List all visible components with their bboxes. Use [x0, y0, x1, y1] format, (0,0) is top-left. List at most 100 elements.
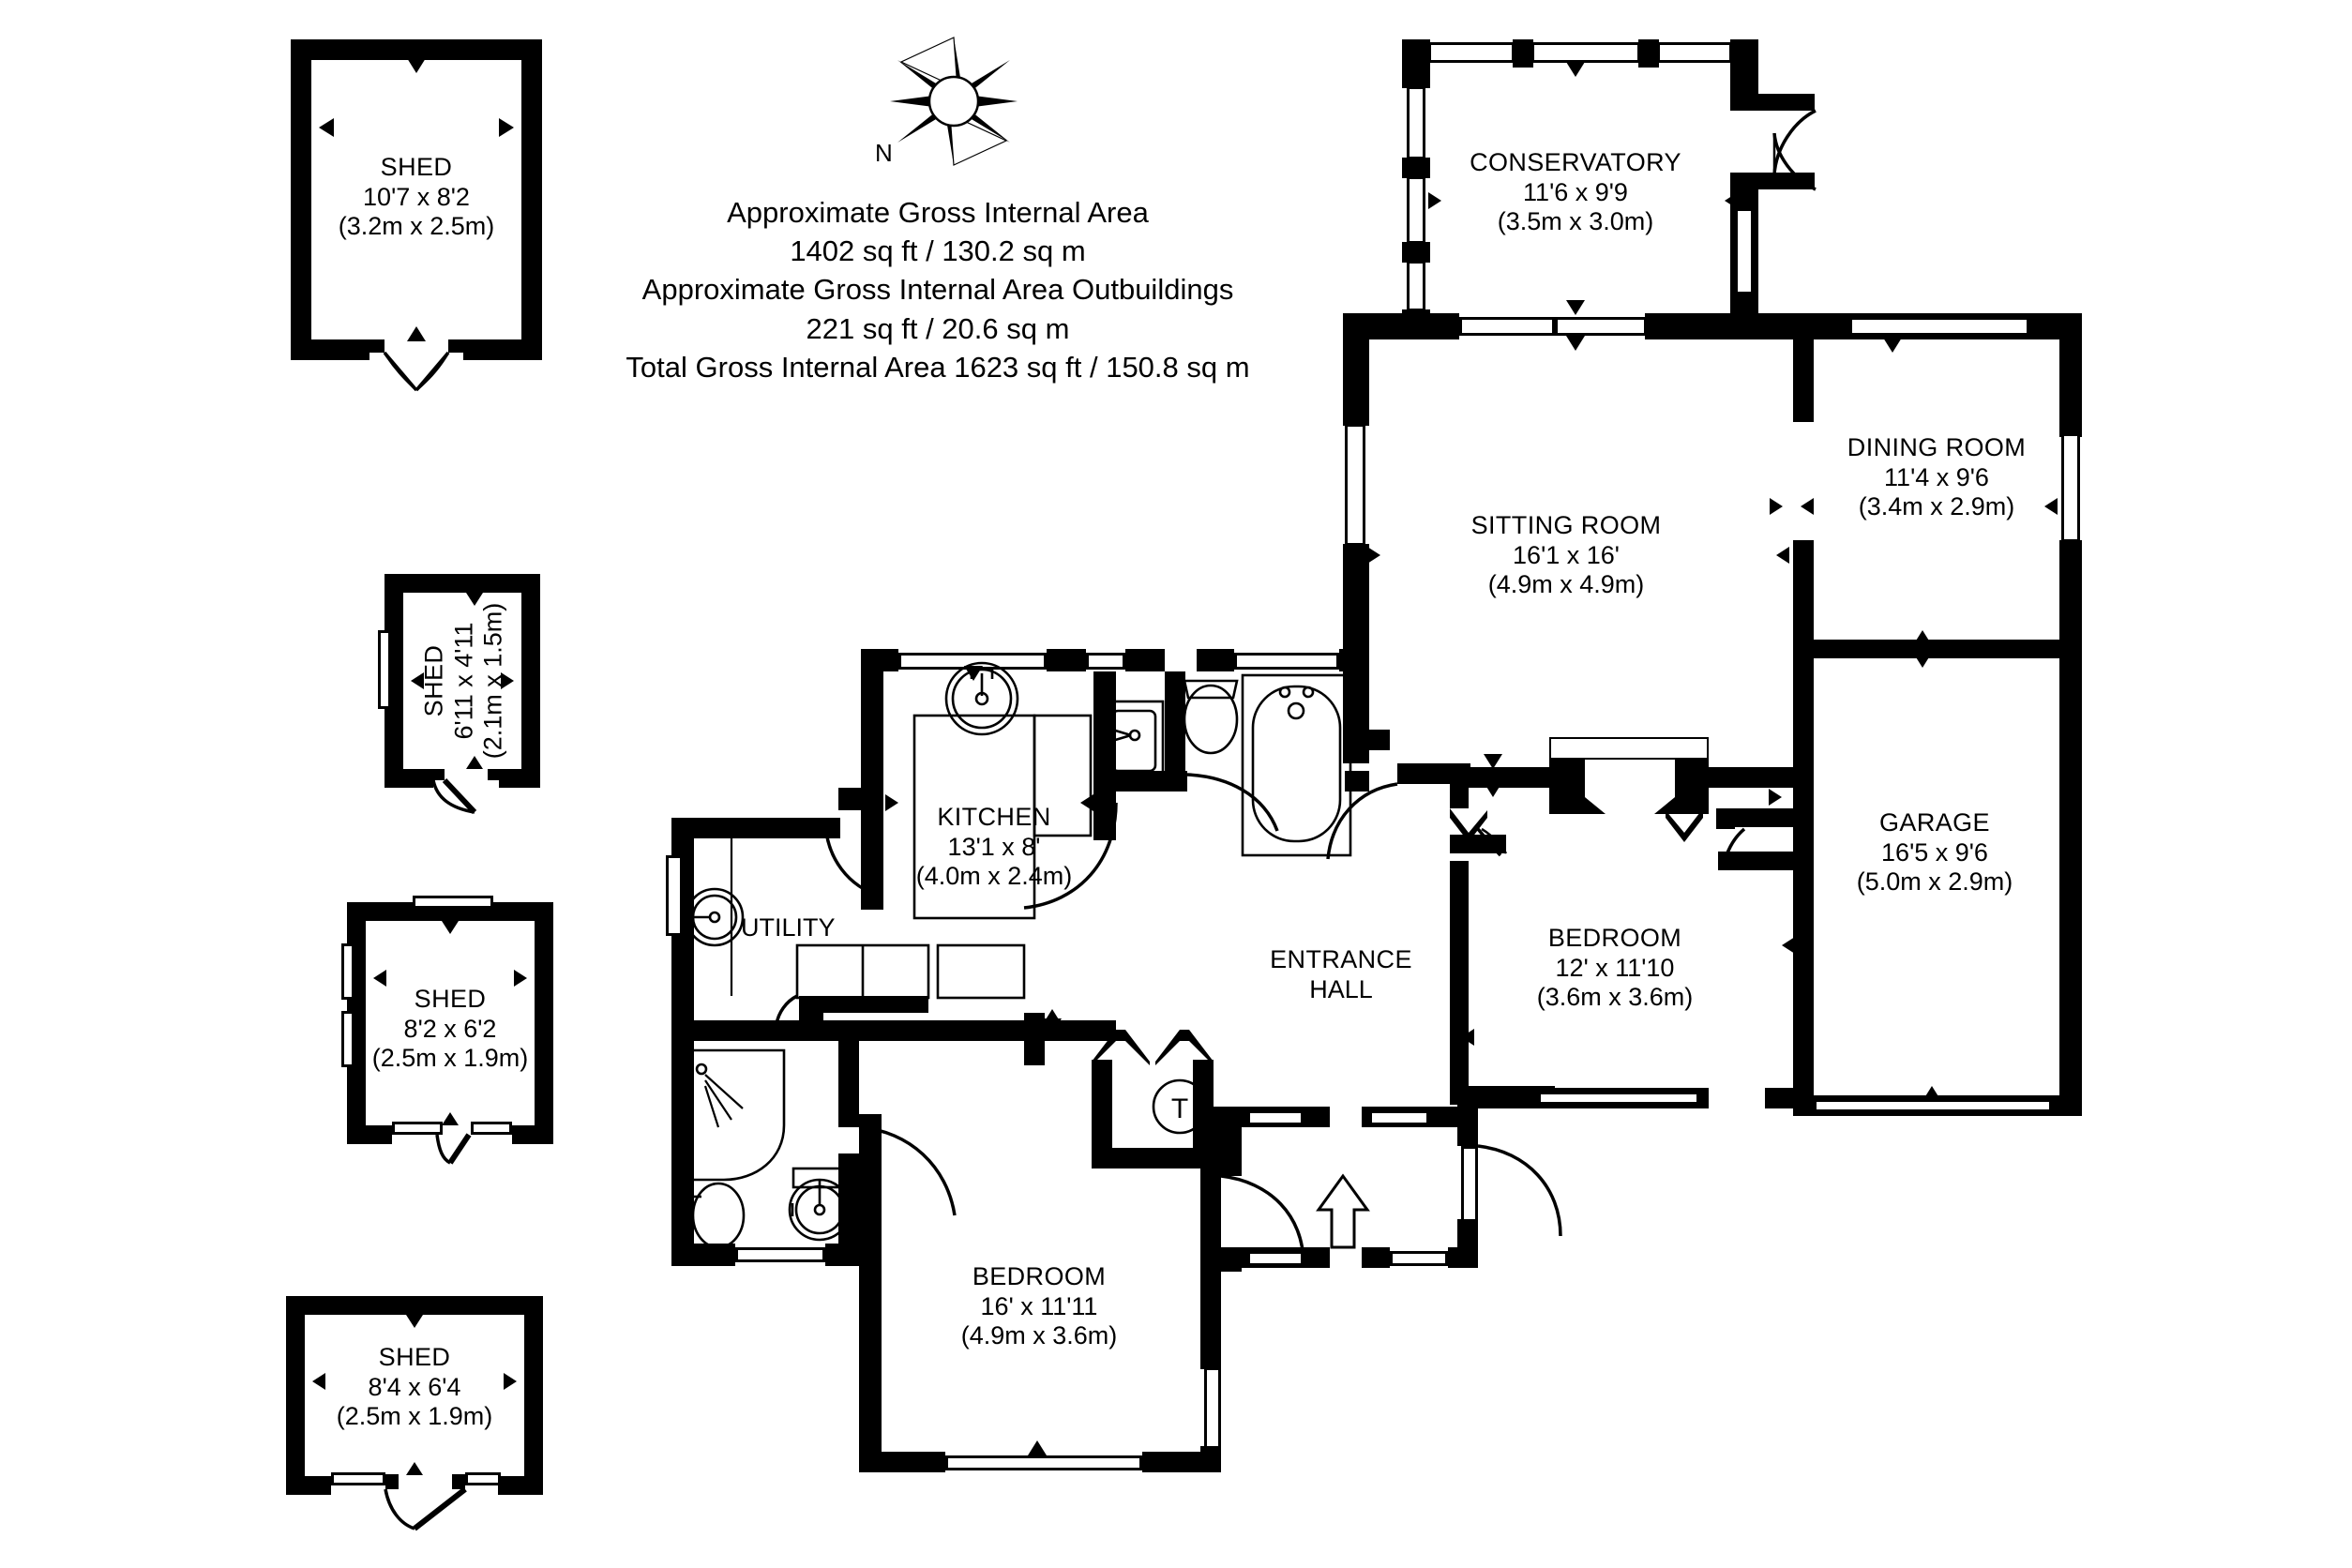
area-line-4: 221 sq ft / 20.6 sq m: [806, 311, 1070, 345]
compass-rose-icon: [890, 37, 1018, 166]
room-name: SHED: [378, 1343, 451, 1371]
wall: [2059, 540, 2082, 593]
shed-2-label: SHED 6'11 x 4'11 (2.1m x 1.5m): [420, 603, 509, 760]
wall: [1699, 767, 1797, 788]
window: [378, 630, 391, 709]
wall: [1457, 1219, 1478, 1268]
wall: [1730, 173, 1815, 189]
room-dim-metric: (4.0m x 2.4m): [915, 862, 1073, 891]
wall: [1645, 313, 1847, 339]
window: [1657, 42, 1732, 63]
window: [1204, 1367, 1221, 1452]
room-dim-metric: (4.9m x 4.9m): [1487, 570, 1645, 599]
room-dim-imperial: 11'6 x 9'9: [1523, 177, 1628, 206]
wall: [1343, 544, 1369, 651]
room-dim-imperial: 6'11 x 4'11: [449, 622, 478, 740]
wall: [1092, 1148, 1214, 1168]
wall: [347, 902, 553, 921]
area-summary: Approximate Gross Internal Area 1402 sq …: [626, 193, 1249, 386]
wall: [1165, 671, 1185, 775]
sitting-room-label: SITTING ROOM 16'1 x 16' (4.9m x 4.9m): [1471, 511, 1662, 600]
wall: [521, 574, 540, 788]
wall: [1092, 1060, 1112, 1168]
room-dim-imperial: 13'1 x 8': [947, 832, 1041, 861]
garage-label: GARAGE 16'5 x 9'6 (5.0m x 2.9m): [1857, 808, 2013, 897]
window: [1849, 317, 2029, 336]
wall: [463, 339, 542, 360]
wall: [838, 788, 883, 810]
wall: [838, 1153, 859, 1266]
wall: [535, 902, 553, 1144]
wall: [1402, 242, 1430, 263]
wall: [671, 1244, 735, 1266]
shed-4-label: SHED 8'4 x 6'4 (2.5m x 1.9m): [337, 1343, 493, 1432]
fireplace: [1549, 756, 1709, 814]
room-name: GARAGE: [1879, 808, 1990, 837]
room-dim-metric: (2.5m x 1.9m): [371, 1044, 529, 1073]
area-line-5: Total Gross Internal Area 1623 sq ft / 1…: [626, 350, 1250, 384]
window: [2061, 433, 2080, 542]
area-line-2: 1402 sq ft / 130.2 sq m: [790, 234, 1086, 268]
wall: [291, 39, 311, 360]
window: [1407, 176, 1425, 244]
wall: [524, 1296, 543, 1495]
window: [1086, 653, 1125, 670]
kitchen-label: KITCHEN 13'1 x 8' (4.0m x 2.4m): [916, 803, 1073, 892]
wall: [859, 1452, 945, 1472]
window: [1555, 317, 1647, 336]
wall: [1730, 293, 1758, 313]
hearth: [1549, 737, 1709, 760]
wall: [1343, 313, 1369, 426]
wall: [859, 1114, 882, 1472]
room-name: DINING ROOM: [1847, 433, 2027, 461]
wall: [1093, 671, 1116, 803]
wall: [488, 769, 499, 780]
wall: [1197, 649, 1234, 671]
window: [1345, 424, 1365, 546]
room-dim-imperial: 11'4 x 9'6: [1884, 462, 1989, 491]
room-name: ENTRANCE: [1270, 945, 1412, 973]
window: [341, 1011, 354, 1067]
wall: [1730, 39, 1758, 94]
wall: [1793, 640, 2061, 658]
wall: [286, 1296, 305, 1495]
wall: [1125, 649, 1165, 671]
wall: [286, 1296, 543, 1315]
window: [1390, 1251, 1448, 1266]
shed-3-label: SHED 8'2 x 6'2 (2.5m x 1.9m): [372, 985, 529, 1074]
window: [1735, 208, 1754, 294]
window: [341, 943, 354, 1000]
wall: [384, 769, 433, 788]
window: [898, 653, 1047, 670]
window: [413, 896, 493, 909]
wall: [1093, 803, 1116, 840]
window: [1247, 1110, 1304, 1125]
wall: [1638, 39, 1659, 68]
wall: [1457, 1112, 1478, 1146]
room-name: SHED: [419, 644, 448, 717]
bedroom-2-label: BEDROOM 16' x 11'11 (4.9m x 3.6m): [961, 1262, 1118, 1351]
room-name: SHED: [414, 985, 487, 1013]
room-dim-metric: (3.5m x 3.0m): [1497, 207, 1654, 236]
room-dim-metric: (3.4m x 2.9m): [1858, 492, 2015, 521]
room-dim-metric: (5.0m x 2.9m): [1856, 867, 2013, 897]
wall: [1730, 94, 1815, 111]
room-dim-imperial: 16' x 11'11: [980, 1291, 1098, 1320]
wall: [1718, 852, 1797, 870]
wall: [1200, 1446, 1221, 1472]
window: [1428, 42, 1515, 63]
wall: [1716, 808, 1797, 827]
wall: [671, 1041, 694, 1266]
wall: [1200, 1253, 1221, 1369]
tank-label: T: [1171, 1093, 1188, 1124]
window: [1407, 261, 1425, 311]
wall: [369, 339, 384, 353]
utility-label: UTILITY: [741, 913, 836, 942]
wall: [384, 574, 540, 593]
window: [1369, 1110, 1429, 1125]
area-line-1: Approximate Gross Internal Area: [727, 196, 1149, 229]
wall: [1397, 763, 1470, 784]
room-dim-imperial: 10'7 x 8'2: [363, 182, 470, 211]
wall: [291, 339, 369, 360]
wall: [1793, 540, 1814, 645]
